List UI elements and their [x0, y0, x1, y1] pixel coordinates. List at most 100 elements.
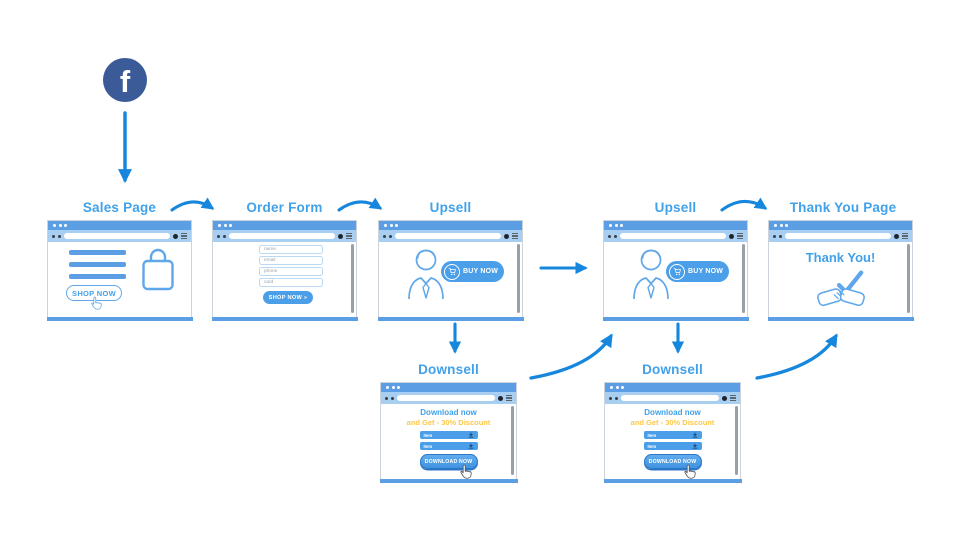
window-footer: [46, 316, 193, 321]
menu-icon: [506, 395, 512, 401]
download-headline: Download now: [420, 408, 477, 417]
downsell1-window: Download now and Get - 30% Discount Item…: [379, 382, 518, 483]
titlebar-dot: [389, 224, 393, 227]
buy-now-button[interactable]: BUY NOW: [666, 261, 729, 282]
menu-icon: [346, 233, 352, 239]
titlebar-dot: [785, 224, 788, 227]
thank-you-heading: Thank You!: [805, 250, 876, 265]
item-label: Item: [647, 432, 657, 438]
buy-now-button[interactable]: BUY NOW: [441, 261, 504, 282]
menu-icon: [737, 233, 743, 239]
menu-icon: [730, 395, 736, 401]
buy-now-label: BUY NOW: [463, 268, 499, 275]
download-item-row[interactable]: Item: [419, 442, 478, 450]
cart-icon: [669, 263, 685, 280]
menu-icon: [512, 233, 518, 239]
upsell2-label: Upsell: [654, 200, 697, 215]
window-addressbar: [213, 230, 356, 242]
window-footer: [603, 478, 742, 483]
window-titlebar: [769, 221, 912, 230]
download-headline: Download now: [644, 408, 701, 417]
text-line: [69, 250, 126, 255]
back-icon: [383, 234, 386, 238]
menu-icon: [181, 233, 187, 239]
arrow-downsell1-to-upsell2: [529, 333, 613, 380]
downsell1-label: Downsell: [418, 362, 479, 377]
titlebar-dot: [609, 224, 612, 227]
hand-cursor-icon: [459, 464, 472, 479]
titlebar-dot: [218, 224, 221, 227]
person-icon: [408, 249, 444, 300]
card-field[interactable]: card: [259, 278, 323, 287]
window-titlebar: [48, 221, 191, 230]
profile-icon: [173, 233, 178, 239]
facebook-letter: f: [119, 64, 131, 99]
window-footer: [602, 316, 749, 321]
download-item-row[interactable]: Item: [643, 442, 702, 450]
window-titlebar: [213, 221, 356, 230]
cart-icon: [444, 263, 460, 280]
name-field[interactable]: name: [259, 245, 323, 254]
sales-page-window: SHOP NOW: [46, 220, 193, 321]
upsell2-window: BUY NOW: [602, 220, 749, 321]
forward-icon: [58, 234, 61, 238]
download-icon: [468, 432, 474, 438]
upsell1-window: BUY NOW: [377, 220, 524, 321]
titlebar-dot: [610, 386, 613, 389]
buy-now-label: BUY NOW: [688, 268, 724, 275]
email-field[interactable]: email: [259, 256, 323, 265]
window-footer: [377, 316, 524, 321]
download-item-row[interactable]: Item: [643, 431, 702, 439]
facebook-icon[interactable]: f: [103, 58, 147, 102]
titlebar-dot: [620, 224, 623, 227]
forward-icon: [391, 396, 394, 400]
back-icon: [773, 234, 776, 238]
profile-icon: [338, 233, 343, 239]
menu-icon: [902, 233, 908, 239]
titlebar-dot: [395, 224, 398, 227]
scrollbar[interactable]: [735, 406, 738, 475]
window-addressbar: [769, 230, 912, 242]
url-bar: [397, 395, 495, 401]
sales-page-label: Sales Page: [82, 200, 157, 215]
back-icon: [608, 234, 611, 238]
shop-now-button[interactable]: SHOP NOW »: [263, 291, 313, 304]
scrollbar[interactable]: [517, 244, 520, 313]
download-item-row[interactable]: Item: [419, 431, 478, 439]
profile-icon: [894, 233, 899, 239]
hand-cursor-icon: [683, 464, 696, 479]
titlebar-dot: [384, 224, 387, 227]
url-bar: [64, 233, 170, 239]
titlebar-dot: [397, 386, 400, 389]
order-form-label: Order Form: [246, 200, 323, 215]
forward-icon: [389, 234, 392, 238]
window-footer: [767, 316, 914, 321]
window-titlebar: [381, 383, 516, 392]
scrollbar[interactable]: [351, 244, 354, 313]
person-icon: [633, 249, 669, 300]
scrollbar[interactable]: [907, 244, 910, 313]
titlebar-dot: [621, 386, 624, 389]
back-icon: [609, 396, 612, 400]
window-addressbar: [381, 392, 516, 404]
scrollbar[interactable]: [742, 244, 745, 313]
titlebar-dot: [53, 224, 56, 227]
titlebar-dot: [615, 386, 619, 389]
window-footer: [379, 478, 518, 483]
phone-field[interactable]: phone: [259, 267, 323, 276]
forward-icon: [779, 234, 782, 238]
back-icon: [385, 396, 388, 400]
titlebar-dot: [391, 386, 395, 389]
window-addressbar: [379, 230, 522, 242]
window-footer: [211, 316, 358, 321]
scrollbar[interactable]: [511, 406, 514, 475]
back-icon: [52, 234, 55, 238]
titlebar-dot: [58, 224, 62, 227]
text-line: [69, 262, 126, 267]
titlebar-dot: [614, 224, 618, 227]
thank-you-page-label: Thank You Page: [789, 200, 897, 215]
url-bar: [395, 233, 501, 239]
titlebar-dot: [223, 224, 227, 227]
downsell2-label: Downsell: [642, 362, 703, 377]
titlebar-dot: [779, 224, 783, 227]
